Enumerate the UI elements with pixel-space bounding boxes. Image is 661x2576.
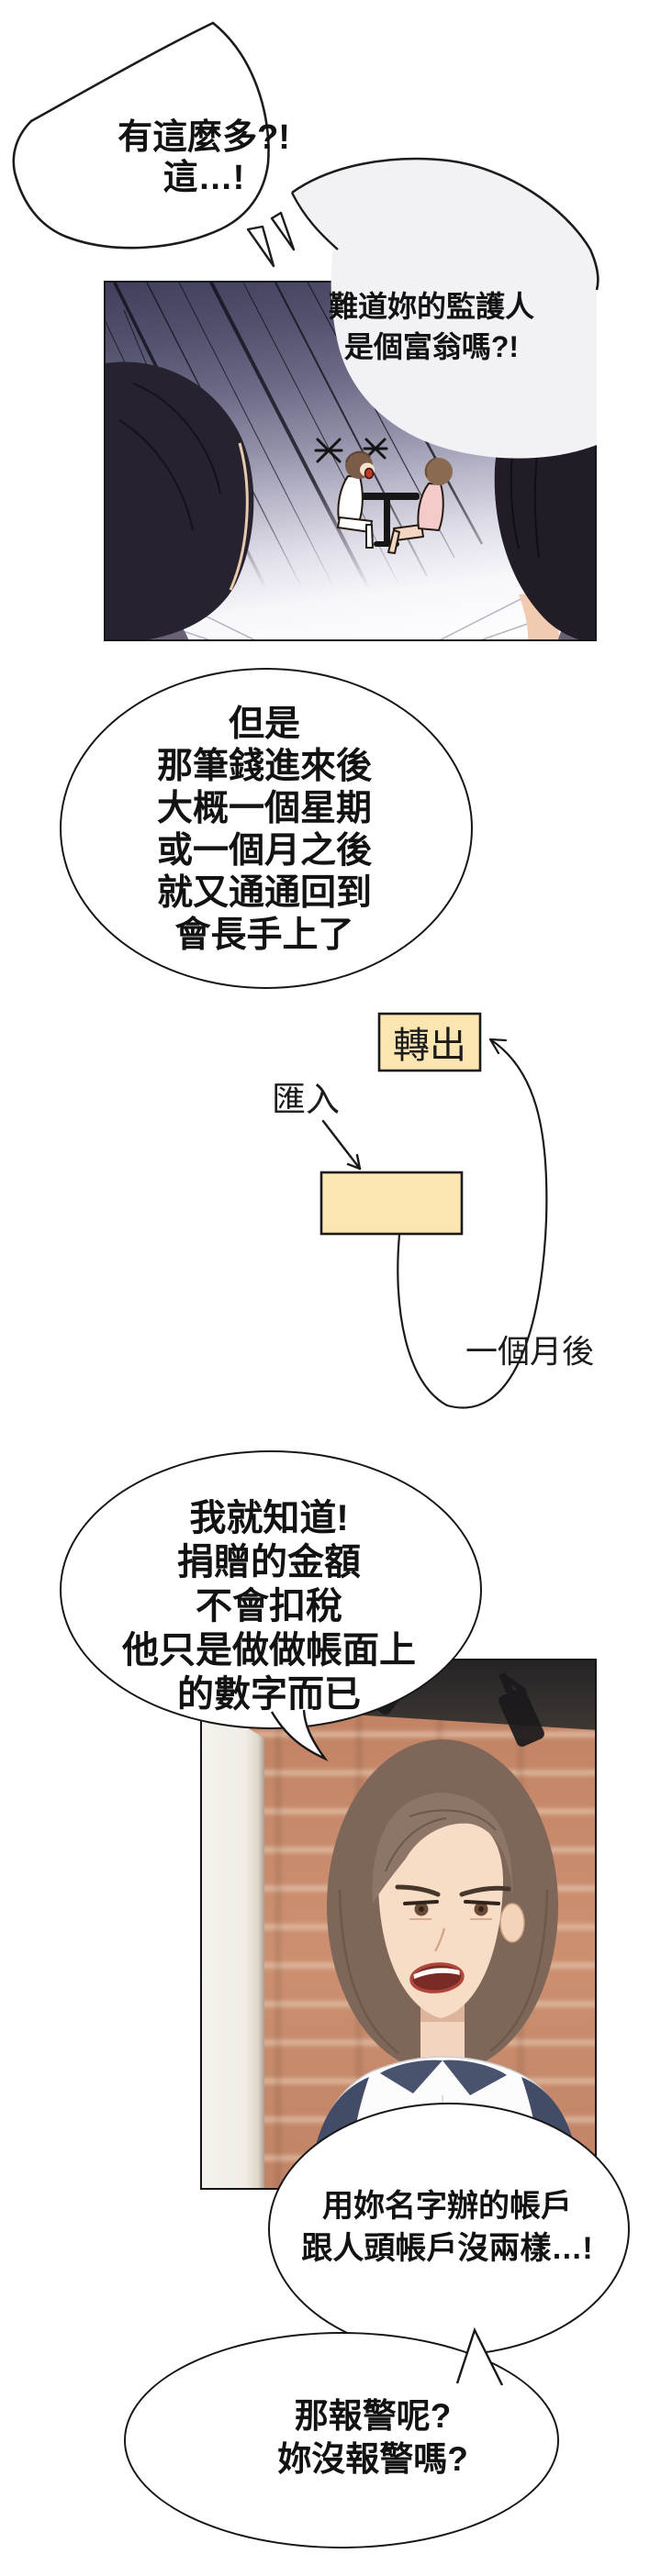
bubble-line: 有這麼多?! [118,118,290,157]
bubble-line: 跟人頭帳戶沒兩樣…! [301,2231,593,2266]
bubble-line: 那筆錢進來後 [156,747,373,786]
speech-bubble-6-tail [455,2326,504,2386]
transfer-out-box [377,1012,482,1072]
collar-right [443,2060,507,2095]
bubble-line: 會長手上了 [174,916,354,955]
bubble-line: 不會扣稅 [196,1586,342,1627]
speech-bubble-1 [12,21,296,268]
bubble-line: 大概一個星期 [156,789,373,828]
bubble-line: 就又通通回到 [156,873,373,913]
speech-bubble-4-tail [270,1708,329,1762]
speech-bubble-3-text: 但是 那筆錢進來後 大概一個星期 或一個月之後 就又通通回到 會長手上了 [157,704,372,957]
hair-fringe [372,1793,513,1904]
bubble-line: 的數字而已 [177,1674,361,1715]
nose [434,1927,446,1952]
collar-left [380,2060,443,2093]
loop-arrow [397,1038,548,1409]
speech-bubble-5-text: 用妳名字辦的帳戶 跟人頭帳戶沒兩樣…! [301,2185,592,2270]
speech-bubble-1-text: 有這麼多?! 這…! [118,117,290,198]
bubble-line: 但是 [228,705,301,744]
bubble-line: 用妳名字辦的帳戶 [321,2189,572,2224]
bubble-line: 妳沒報警嗎? [277,2440,468,2478]
speech-bubble-4 [60,1450,482,1729]
speech-bubble-2 [290,157,599,459]
pillar [202,1699,264,2188]
bubble-1-tails [246,211,296,268]
bubble-line: 他只是做做帳面上 [122,1630,416,1671]
speech-bubble-6-text: 那報警呢? 妳沒報警嗎? [277,2394,468,2481]
speech-bubble-2-text: 難道妳的監護人 是個富翁嗎?! [329,286,534,367]
bubble-line: 或一個月之後 [156,831,373,871]
speech-bubble-4-text: 我就知道! 捐贈的金額 不會扣稅 他只是做做帳面上 的數字而已 [122,1496,416,1716]
transfer-out-label: 轉出 [393,1026,466,1066]
anger-marks-icon [314,438,388,463]
chibi-figure-right [387,458,453,554]
bubble-line: 難道妳的監護人 [328,290,535,323]
account-box [319,1171,464,1236]
deposit-label: 匯入 [272,1081,340,1118]
money-flow-diagram [319,1012,548,1409]
after-one-month-label: 一個月後 [465,1334,595,1371]
hair-strand [338,1889,399,2054]
deposit-arrow [321,1119,362,1171]
eyebrows [395,1884,511,1897]
bubble-line: 我就知道! [189,1498,349,1538]
bubble-line: 這…! [162,159,245,197]
silhouette-head-left [106,361,254,639]
face [378,1813,503,2018]
speech-bubble-3 [60,668,473,989]
bubble-line: 是個富翁嗎?! [343,330,520,363]
bubble-line: 捐贈的金額 [177,1542,361,1582]
chibi-figure-left [337,450,375,549]
ear [499,1903,525,1943]
hair-strand [489,1889,549,2052]
eyes [403,1900,500,1920]
bubble-line: 那報警呢? [294,2397,452,2435]
mouth [409,1962,465,1993]
